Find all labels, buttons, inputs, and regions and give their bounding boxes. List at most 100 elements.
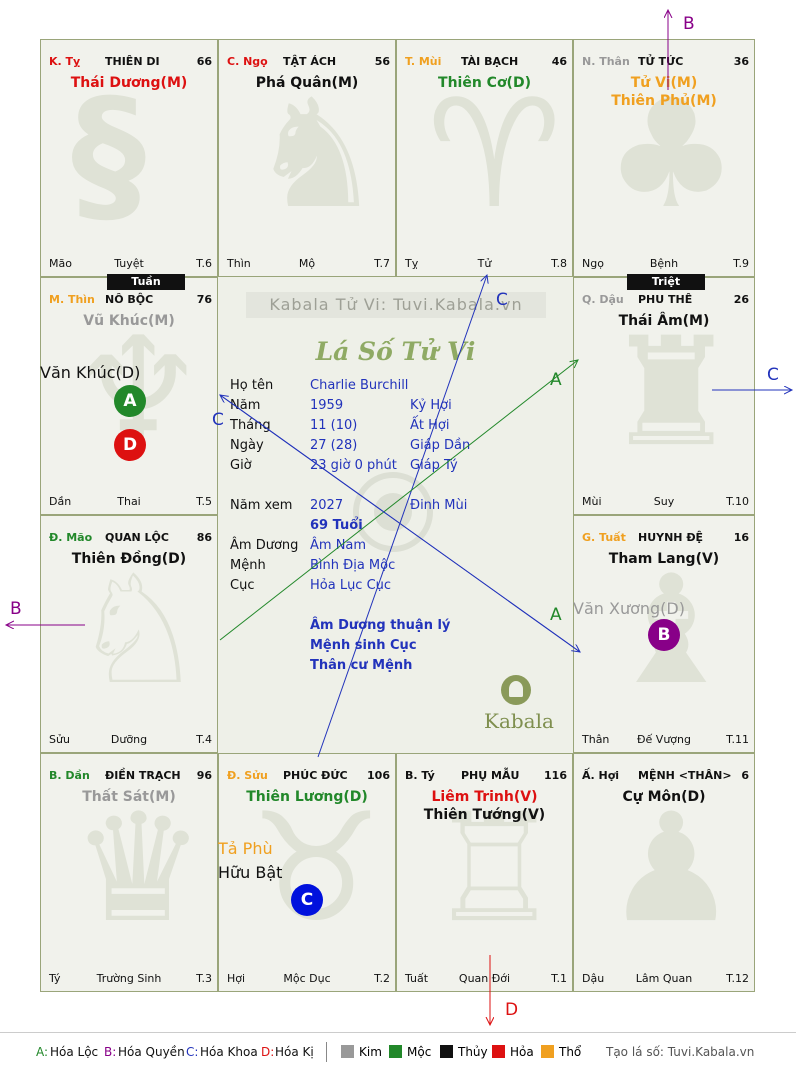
main-star-2: Thiên Phủ(M) [611,93,717,109]
cell-life-stage: Trường Sinh [96,972,162,985]
info-label: Họ tên [230,378,274,393]
hoa-swatch [492,1045,505,1058]
main-star: Tham Lang(V) [608,551,720,567]
nam-xem-value: 2027 [310,498,344,513]
cell-palace-name: TẬT ÁCH [283,55,337,68]
cell-palace-name: THIÊN DI [105,55,160,68]
minor-star-ta-phu: Tả Phù [218,839,273,858]
legend-d-text: Hóa Kị [275,1045,314,1059]
cell-age-number: 56 [374,55,390,68]
cell-palace-name: QUAN LỘC [105,531,169,544]
cell-life-stage: Thai [117,495,141,508]
cell-palace-name: MỆNH <THÂN> [638,769,732,782]
cell-branch-bottom: Sửu [49,733,70,746]
triet-marker: Triệt [627,274,705,290]
cell-branch: B. Tý [405,769,435,782]
cell-palace-name: PHU THÊ [638,293,693,306]
cell-branch-bottom: Thân [582,733,610,746]
moc-swatch [389,1045,402,1058]
main-star: Thiên Lương(D) [246,789,368,805]
cell-month: T.8 [551,257,567,270]
destiny-label: Mệnh [230,558,266,573]
cell-branch-bottom: Tuất [405,972,429,985]
site-watermark: Kabala Tử Vi: Tuvi.Kabala.vn [246,292,546,318]
legend-hoa: Hỏa [510,1045,534,1059]
cell-branch: M. Thìn [49,293,95,306]
cell-month: T.6 [196,257,212,270]
cell-branch-bottom: Tỵ [405,257,419,270]
arrow-left-label: B [10,599,22,619]
zodiac-watermark: ♟ [604,782,739,956]
minor-star-huu-bat: Hữu Bật [218,863,283,882]
zodiac-watermark: ♈ [427,68,562,242]
tho-swatch [541,1045,554,1058]
cell-life-stage: Tử [477,257,492,270]
info-label: Ngày [230,438,264,453]
cell-life-stage: Quan Đới [458,972,511,985]
age-value: 69 Tuổi [310,518,363,533]
cell-life-stage: Dưỡng [110,733,148,746]
cell-age-number: 36 [733,55,749,68]
cell-branch: Đ. Mão [49,531,93,544]
cell-palace-name: PHÚC ĐỨC [283,769,348,782]
cell-month: T.9 [733,257,749,270]
center-info-panel: Kabala Tử Vi: Tuvi.Kabala.vn Lá Số Tử Vi… [218,277,573,753]
cell-branch-bottom: Tý [49,972,61,985]
zodiac-watermark: ♛ [71,782,206,956]
info-canchi: Ất Hợi [410,418,450,433]
cell-age-number: 76 [196,293,212,306]
kabala-logo-tree [509,681,523,697]
cell-palace-name: NÔ BỘC [105,293,154,306]
cell-life-stage: Bệnh [649,257,679,270]
cell-branch: G. Tuất [582,531,626,544]
destiny-label: Cục [230,578,255,593]
legend-d-key: D: [261,1045,275,1059]
cell-age-number: 116 [544,769,567,782]
main-star: Thái Âm(M) [618,313,710,329]
cell-month: T.5 [196,495,212,508]
zodiac-watermark: § [71,68,146,242]
cell-palace-name: TÀI BẠCH [461,55,519,68]
cell-branch-bottom: Dậu [582,972,605,985]
cell-age-number: 16 [733,531,749,544]
cell-life-stage: Tuyệt [114,257,144,270]
cell-branch: B. Dần [49,769,90,782]
cell-branch-bottom: Hợi [227,972,246,985]
main-star: Thái Dương(M) [70,75,188,91]
info-canchi: Giáp Dần [410,438,471,453]
cell-age-number: 46 [551,55,567,68]
legend-kim: Kim [359,1045,382,1059]
nam-xem-label: Năm xem [230,498,293,513]
cell-branch: Đ. Sửu [227,769,268,782]
cell-palace-name: ĐIỀN TRẠCH [105,769,181,782]
cell-age-number: 106 [367,769,390,782]
main-star: Phá Quân(M) [255,75,359,91]
cell-age-number: 6 [741,769,749,782]
thuy-swatch [440,1045,453,1058]
legend-b-text: Hóa Quyền [118,1045,185,1059]
legend-b-key: B: [104,1045,117,1059]
cell-month: T.3 [196,972,212,985]
cell-palace-name: HUYNH ĐỆ [638,531,704,544]
hoa-khoa-circle: C [291,884,323,916]
credit-link[interactable]: Tạo lá số: Tuvi.Kabala.vn [606,1045,755,1059]
minor-star-van-khuc: Văn Khúc(D) [40,363,141,382]
kim-swatch [341,1045,354,1058]
zodiac-watermark: ♉ [249,782,384,956]
nam-xem-canchi: Đinh Mùi [410,498,468,513]
legend-c-key: C: [186,1045,199,1059]
info-label: Năm [230,398,261,413]
zodiac-watermark: ♜ [604,306,739,480]
chart-title: Lá Số Tử Vi [315,337,476,366]
info-value: 27 (28) [310,438,358,453]
